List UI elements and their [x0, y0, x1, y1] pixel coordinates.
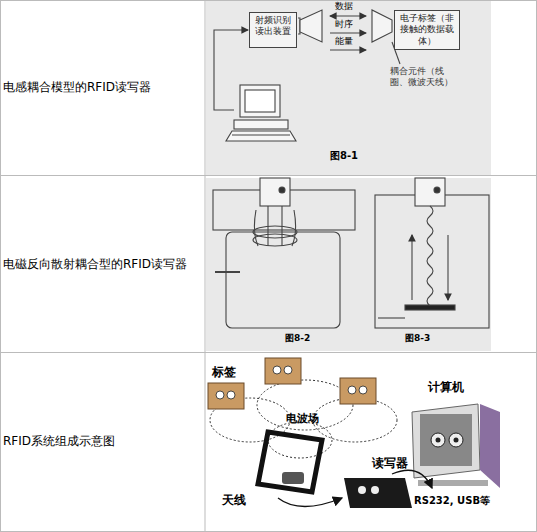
- system-figure: [208, 358, 500, 508]
- scan-ground: [206, 178, 491, 351]
- text-label: 标签: [212, 365, 236, 379]
- text-label: RS232, USB等: [414, 495, 490, 507]
- process-box: 电子标签（非接触的数据载体）: [394, 10, 460, 50]
- text-label: 计算机: [428, 380, 464, 394]
- text-label: 耦合元件（线圈、微波天线）: [390, 66, 460, 88]
- text-label: 读写器: [372, 456, 408, 470]
- text-label: 数据: [335, 1, 353, 12]
- text-label: 天线: [222, 493, 246, 507]
- text-label: 图8-2: [285, 333, 310, 344]
- text-label: 时序: [335, 19, 353, 30]
- text-label: 能量: [335, 36, 353, 47]
- process-box: 射频识别读出装置: [249, 12, 297, 48]
- inductive-figure: [214, 10, 400, 141]
- text-label: 电波场: [286, 412, 319, 425]
- box-text: 射频识别读出装置: [253, 15, 293, 38]
- text-label: RFID系统组成示意图: [3, 434, 115, 448]
- text-label: 图8-1: [330, 150, 358, 162]
- text-label: 电磁反向散射耦合型的RFID读写器: [3, 257, 187, 271]
- backscatter-figures: [213, 178, 489, 328]
- text-label: 图8-3: [405, 333, 430, 344]
- box-text: 电子标签（非接触的数据载体）: [398, 13, 456, 47]
- text-label: 电感耦合模型的RFID读写器: [3, 80, 151, 94]
- scan-ground: [206, 1, 491, 175]
